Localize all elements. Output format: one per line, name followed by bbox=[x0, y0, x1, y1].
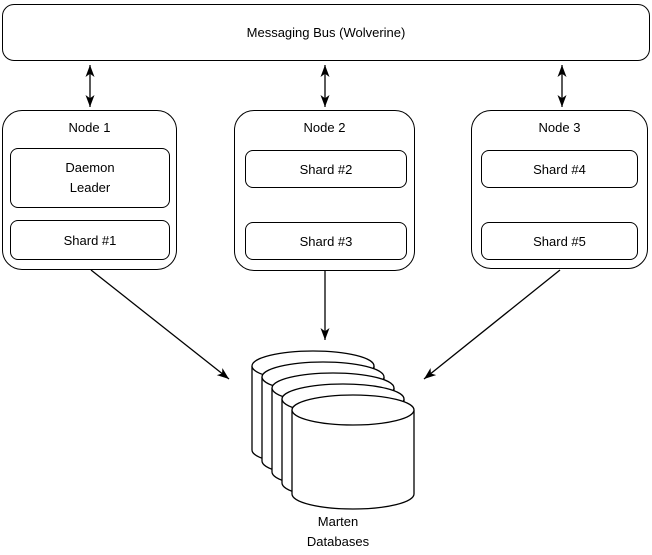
shard-5-label: Shard #5 bbox=[533, 233, 586, 249]
shard-3-box: Shard #3 bbox=[245, 222, 407, 260]
shard-4-box: Shard #4 bbox=[481, 150, 638, 188]
database-stack-icon bbox=[251, 350, 415, 510]
node-2-box bbox=[234, 110, 415, 271]
node-1-box bbox=[2, 110, 177, 270]
node-3-box bbox=[471, 110, 648, 269]
node-2-title: Node 2 bbox=[303, 120, 346, 135]
messaging-bus-label: Messaging Bus (Wolverine) bbox=[246, 25, 406, 40]
shard-1-label: Shard #1 bbox=[63, 232, 117, 248]
shard-5-box: Shard #5 bbox=[481, 222, 638, 260]
shard-2-label: Shard #2 bbox=[299, 161, 353, 177]
node-1-title: Node 1 bbox=[68, 120, 111, 135]
shard-2-box: Shard #2 bbox=[245, 150, 407, 188]
daemon-leader-box: Daemon Leader bbox=[10, 148, 170, 208]
node-3-title: Node 3 bbox=[538, 120, 581, 135]
messaging-bus-box: Messaging Bus (Wolverine) bbox=[2, 4, 650, 61]
shard-3-label: Shard #3 bbox=[299, 233, 353, 249]
marten-databases-label: Marten Databases bbox=[306, 514, 370, 549]
shard-1-box: Shard #1 bbox=[10, 220, 170, 260]
daemon-leader-label: Daemon Leader bbox=[65, 160, 115, 195]
node3-database-arrow-icon bbox=[423, 269, 561, 380]
shard-4-label: Shard #4 bbox=[533, 161, 586, 177]
database-cylinder-icon bbox=[291, 394, 415, 510]
node1-database-arrow-icon bbox=[90, 269, 230, 380]
